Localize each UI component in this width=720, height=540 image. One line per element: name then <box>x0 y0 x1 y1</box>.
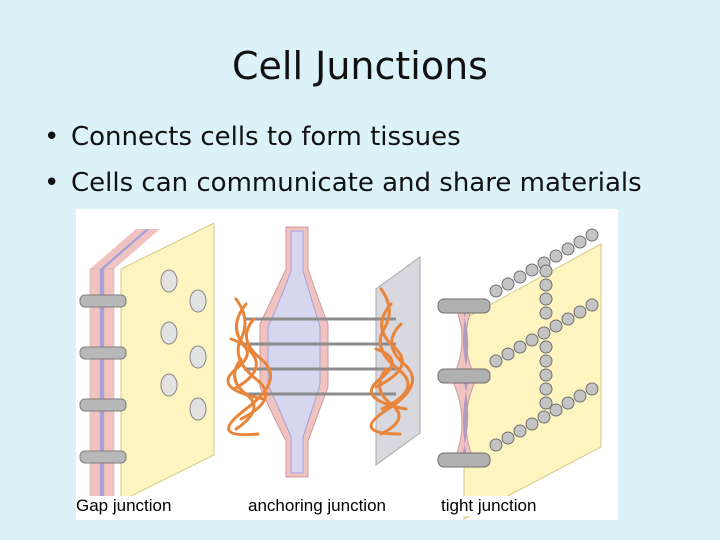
slide-title: Cell Junctions <box>232 44 488 88</box>
cell-junctions-illustration <box>79 222 602 520</box>
anchoring-junction-illustration <box>226 226 421 478</box>
bullet-text: Cells can communicate and share material… <box>71 168 642 198</box>
bullet-text: Connects cells to form tissues <box>71 122 461 152</box>
caption-gap-junction: Gap junction <box>76 496 172 516</box>
bullet-dot: • <box>44 168 60 198</box>
bullet-list: • Connects cells to form tissues • Cells c… <box>44 114 704 206</box>
tight-junction-illustration <box>437 228 602 520</box>
bullet-dot: • <box>44 122 60 152</box>
bullet-item: • Connects cells to form tissues <box>44 114 704 160</box>
caption-anchoring-junction: anchoring junction <box>248 496 386 516</box>
caption-tight-junction: tight junction <box>441 496 567 516</box>
cell-junctions-figure <box>76 209 618 520</box>
bullet-item: • Cells can communicate and share materia… <box>44 160 704 206</box>
gap-junction-illustration <box>79 222 215 502</box>
